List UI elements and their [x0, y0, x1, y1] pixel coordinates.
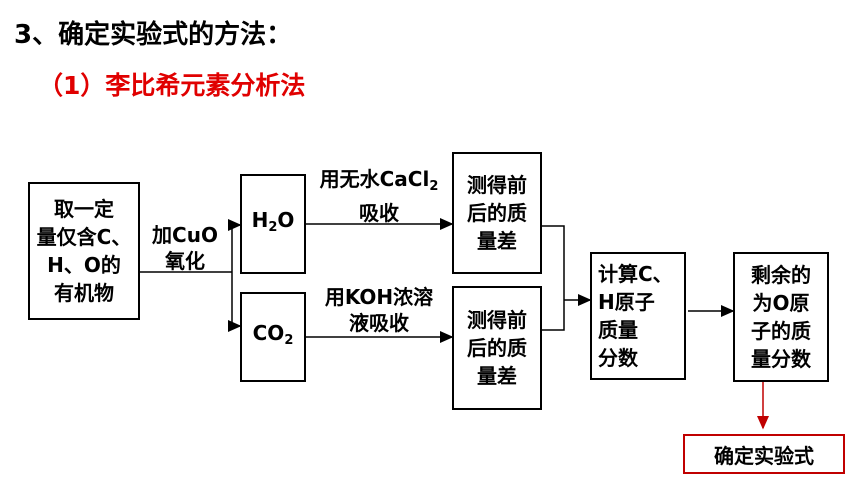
sample-box: 取一定 量仅含C、 H、O的 有机物 [28, 182, 140, 320]
co2-box: CO2 [240, 292, 306, 382]
absorb-bottom-label: 用KOH浓溶 液吸收 [324, 285, 434, 335]
page-heading: 3、确定实验式的方法： [14, 20, 293, 50]
sample-line: 量仅含C、 [36, 225, 132, 249]
method-subheading: （1）李比希元素分析法 [38, 71, 306, 100]
remaining-oxygen-box: 剩余的 为O原 子的质 量分数 [733, 252, 829, 382]
sample-line: H、O的 [47, 253, 121, 277]
merge-bracket [542, 225, 565, 331]
mass-diff-box-bottom: 测得前 后的质 量差 [452, 286, 542, 410]
h2o-formula: H2O [251, 208, 295, 235]
mass-diff-box-top: 测得前 后的质 量差 [452, 152, 542, 274]
oxidize-label: 加CuO 氧化 [152, 223, 218, 273]
sample-line: 有机物 [54, 281, 114, 305]
h2o-box: H2O [240, 174, 306, 274]
co2-formula: CO2 [252, 321, 294, 348]
sample-line: 取一定 [54, 197, 114, 221]
absorb-top-label: 用无水CaCl2 吸收 [319, 167, 439, 225]
result-box: 确定实验式 [683, 434, 845, 474]
calc-box: 计算C、 H原子 质量 分数 [590, 252, 686, 380]
